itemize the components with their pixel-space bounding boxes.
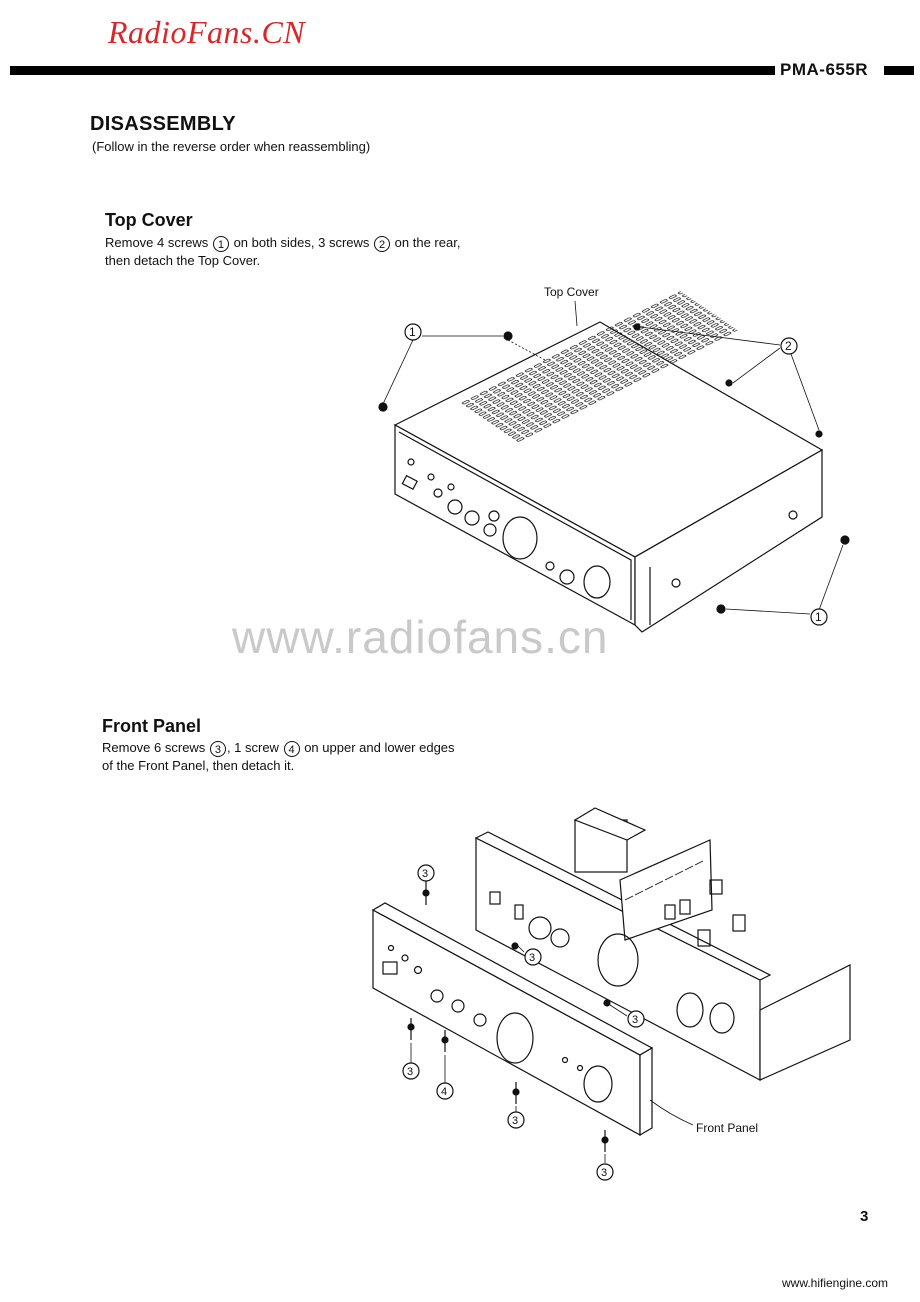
front-panel-exploded-diagram bbox=[371, 807, 851, 1181]
front-panel-instructions: Remove 6 screws 3, 1 screw 4 on upper an… bbox=[102, 739, 455, 775]
top-cover-text-b: on both sides, 3 screws bbox=[233, 235, 370, 250]
top-cover-instructions: Remove 4 screws 1 on both sides, 3 screw… bbox=[105, 234, 460, 270]
callout-3-bottom: 3 bbox=[601, 1167, 607, 1179]
callout-1-top-left: 1 bbox=[409, 325, 416, 339]
callout-1-bottom-right: 1 bbox=[815, 610, 822, 624]
top-cover-text-a: Remove 4 screws bbox=[105, 235, 209, 250]
front-panel-heading: Front Panel bbox=[102, 716, 202, 736]
callout-3-middle: 3 bbox=[529, 952, 535, 964]
callout-4: 4 bbox=[441, 1086, 447, 1098]
callout-2-top-right: 2 bbox=[785, 339, 792, 353]
top-cover-text-c: on the rear, bbox=[394, 235, 461, 250]
top-cover-text-line2: then detach the Top Cover. bbox=[105, 253, 261, 268]
callout-3-right: 3 bbox=[632, 1014, 638, 1026]
front-panel-text-a: Remove 6 screws bbox=[102, 740, 206, 755]
front-panel-text-b: , 1 screw bbox=[226, 740, 279, 755]
top-cover-diagram-label: Top Cover bbox=[544, 285, 599, 299]
page-number: 3 bbox=[860, 1208, 869, 1225]
site-watermark: www.radiofans.cn bbox=[232, 611, 609, 663]
section-title: DISASSEMBLY bbox=[90, 113, 236, 135]
front-panel-text-line2: of the Front Panel, then detach it. bbox=[102, 758, 295, 773]
header-rule-end bbox=[884, 66, 914, 75]
model-label: PMA-655R bbox=[780, 60, 869, 79]
callout-2-icon: 2 bbox=[374, 235, 391, 252]
footer-url: www.hifiengine.com bbox=[782, 1276, 889, 1290]
amplifier-top-cover-diagram bbox=[378, 290, 850, 633]
section-note: (Follow in the reverse order when reasse… bbox=[92, 139, 371, 154]
front-panel-text-c: on upper and lower edges bbox=[304, 740, 455, 755]
front-panel-diagram-label: Front Panel bbox=[696, 1121, 758, 1135]
callout-3-top: 3 bbox=[422, 868, 428, 880]
top-cover-heading: Top Cover bbox=[105, 210, 193, 230]
brand-watermark-logo: RadioFans.CN bbox=[108, 14, 306, 50]
callout-3-bottom-center: 3 bbox=[512, 1115, 518, 1127]
callout-3-left: 3 bbox=[407, 1066, 413, 1078]
header-rule bbox=[10, 66, 775, 75]
